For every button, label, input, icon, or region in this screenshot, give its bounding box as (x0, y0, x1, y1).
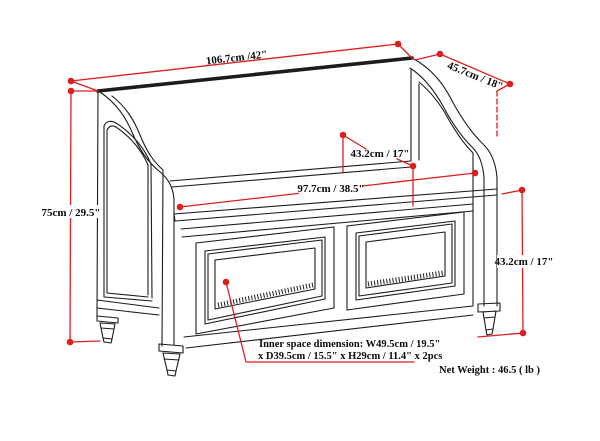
left-panel-groove-outer (103, 120, 153, 302)
dimension-endpoint-dot (339, 131, 347, 139)
dimension-endpoint-dot (66, 338, 74, 346)
right-door-recessed-panel (365, 231, 446, 289)
right-arm-inner-curve (409, 67, 485, 307)
right-arm-inside-edge (410, 69, 420, 162)
right-arm-outer-curve (411, 57, 498, 307)
dimension-endpoint-dot (436, 50, 444, 58)
left-arm-rear-edge (96, 90, 99, 317)
dimension-line (342, 134, 414, 207)
dimension-line (70, 43, 414, 92)
dimension-endpoint-dot (506, 80, 514, 88)
dimension-endpoint-dot (409, 162, 417, 170)
dim-overall-width: 106.7cm /42" (67, 40, 414, 92)
dimension-endpoint-dot (394, 40, 402, 48)
front-right-leg (477, 302, 501, 336)
front-bottom-rail (183, 305, 474, 349)
inner-space-label-line1: Inner space dimension: W49.5cm / 19.5" (259, 339, 440, 350)
dim-seat-depth: 43.2cm / 17" (339, 131, 417, 207)
rear-left-leg (96, 315, 119, 344)
overall-depth-label: 45.7cm / 18" (446, 60, 505, 93)
dimension-endpoint-dot (518, 186, 526, 194)
dimension-endpoint-dot (519, 329, 527, 337)
left-door-shading (217, 282, 314, 308)
callout-inner-space: Inner space dimension: W49.5cm / 19.5" x… (222, 278, 442, 363)
back-top-edge (96, 56, 414, 93)
left-door-molding-inner (207, 239, 323, 321)
right-arm-panel-groove (418, 81, 474, 307)
dimension-endpoint-dot (67, 77, 75, 85)
front-top-rail (180, 203, 474, 238)
callout-leader-line (225, 281, 415, 363)
seat-depth-label: 43.2cm / 17" (351, 148, 410, 160)
left-arm-inner-curve (111, 95, 164, 347)
dim-storage-height: 43.2cm / 17" (477, 186, 554, 338)
dimension-annotations: 106.7cm /42" 45.7cm / 18" 75cm / 29.5" 4… (42, 40, 554, 376)
left-door-outer-frame (195, 226, 335, 335)
left-door-recessed-panel (214, 247, 316, 310)
dimension-endpoint-dot (67, 87, 75, 95)
storage-height-label: 43.2cm / 17" (495, 256, 554, 268)
seat-front-band (173, 188, 498, 222)
label-mask (44, 205, 99, 218)
back-bottom-rail (169, 160, 412, 188)
bench-line-drawing (96, 56, 501, 377)
front-left-leg (158, 343, 184, 377)
right-door-shading (367, 270, 444, 287)
left-side-bottom-rail (96, 299, 160, 316)
left-arm-outer-curve (99, 91, 175, 346)
left-door-molding-outer (204, 236, 326, 325)
dimension-endpoint-dot (176, 203, 184, 211)
net-weight-label: Net Weight : 46.5 ( lb ) (439, 365, 541, 376)
dim-seat-width: 97.7cm / 38.5" (176, 169, 479, 211)
label-mask (299, 182, 363, 194)
callout-anchor-dot (222, 278, 230, 286)
right-door-molding-inner (358, 223, 453, 297)
overall-width-label: 106.7cm /42" (205, 49, 268, 68)
dim-overall-depth: 45.7cm / 18" (414, 50, 514, 138)
seat-width-label: 97.7cm / 38.5" (297, 183, 364, 195)
left-panel-groove-inner (106, 125, 149, 298)
dimension-endpoint-dot (471, 169, 479, 177)
dim-overall-height: 75cm / 29.5" (42, 87, 101, 346)
inner-space-label-line2: x D39.5cm / 15.5" x H29cm / 11.4" x 2pcs (258, 351, 442, 362)
overall-height-label: 75cm / 29.5" (42, 207, 101, 219)
right-door-outer-frame (346, 211, 465, 311)
label-mask (497, 255, 551, 268)
right-door-molding-outer (355, 220, 456, 301)
